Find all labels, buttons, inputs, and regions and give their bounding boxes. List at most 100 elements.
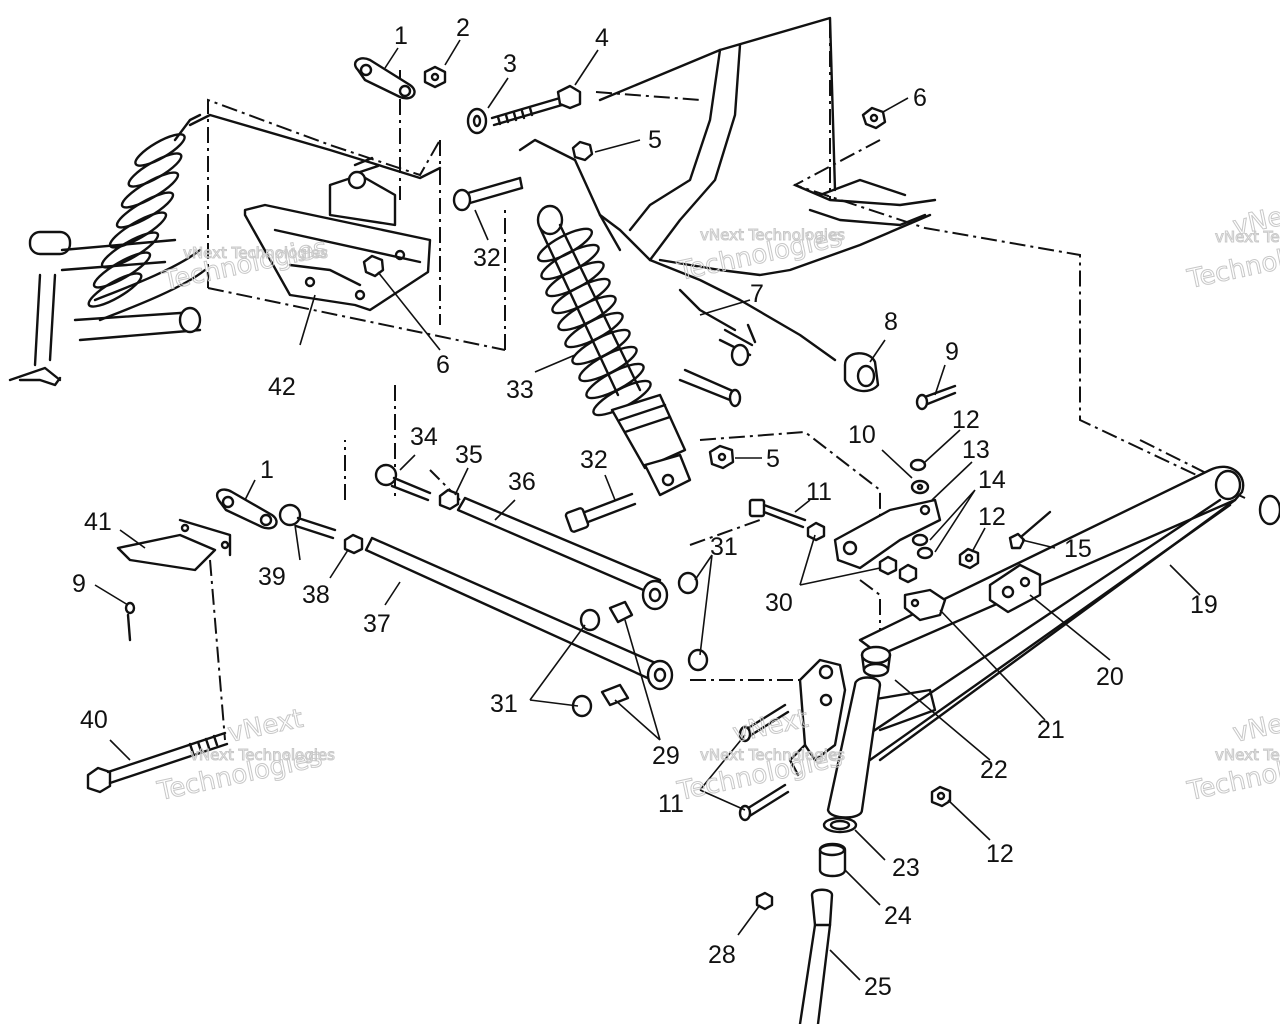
- callout-39: 39: [258, 563, 286, 591]
- link-plate-1-top: [353, 57, 416, 100]
- callout-13: 13: [962, 436, 990, 464]
- bushings-31: [571, 571, 709, 718]
- shaft-25: [798, 888, 834, 1024]
- callout-28: 28: [708, 941, 736, 969]
- callout-23: 23: [892, 854, 920, 882]
- svg-text:vNext: vNext: [730, 704, 811, 749]
- nut-28: [755, 891, 774, 911]
- svg-text:vNext: vNext: [1230, 704, 1280, 749]
- nuts-30: [806, 521, 918, 584]
- rod-end-34: [374, 463, 432, 502]
- callout-20: 20: [1096, 663, 1124, 691]
- callout-22: 22: [980, 756, 1008, 784]
- svg-text:vNext Technologies: vNext Technologies: [1215, 746, 1280, 764]
- svg-text:vNext Technologies: vNext Technologies: [183, 244, 328, 262]
- leader-lines: [94, 39, 1201, 981]
- callout-38: 38: [302, 581, 330, 609]
- callout-3: 3: [503, 50, 517, 78]
- radius-rod-36: [456, 496, 662, 597]
- svg-text:vNext Technologies: vNext Technologies: [700, 746, 845, 764]
- bolt-32-lower: [564, 492, 637, 533]
- callout-19: 19: [1190, 591, 1218, 619]
- shock-absorber-33: [536, 204, 692, 497]
- callout-32: 32: [473, 244, 501, 272]
- callout-12: 12: [978, 503, 1006, 531]
- callout-37: 37: [363, 610, 391, 638]
- callout-8: 8: [884, 308, 898, 336]
- callout-25: 25: [864, 973, 892, 1001]
- callout-7: 7: [750, 280, 764, 308]
- callout-29: 29: [652, 742, 680, 770]
- nut-5-top: [571, 140, 594, 162]
- callout-35: 35: [455, 441, 483, 469]
- callout-9: 9: [72, 570, 86, 598]
- bushing-24: [818, 842, 847, 878]
- callout-30: 30: [765, 589, 793, 617]
- link-plate-1-lower: [215, 488, 278, 530]
- screw-9-right: [915, 384, 957, 411]
- callout-32: 32: [580, 446, 608, 474]
- svg-text:vNext: vNext: [225, 704, 306, 749]
- callout-5: 5: [648, 126, 662, 154]
- callout-31: 31: [710, 533, 738, 561]
- callout-31: 31: [490, 690, 518, 718]
- callout-6: 6: [436, 351, 450, 379]
- bolt-11-upper: [748, 498, 807, 529]
- steering-arm-13: [833, 498, 942, 570]
- bolt-4: [490, 84, 582, 127]
- nut-12-mid: [958, 547, 980, 570]
- washer-3: [466, 107, 488, 135]
- bracket-42: [243, 156, 432, 312]
- rod-end-39: [278, 503, 337, 540]
- callout-12: 12: [952, 406, 980, 434]
- callout-24: 24: [884, 902, 912, 930]
- bolt-11-lower-b: [738, 783, 790, 822]
- svg-text:vNext Technologies: vNext Technologies: [1215, 228, 1280, 246]
- callout-11: 11: [806, 478, 832, 506]
- nut-38: [343, 533, 364, 555]
- callout-10: 10: [848, 421, 876, 449]
- tube-7: [678, 323, 757, 408]
- grease-fitting-15: [1008, 510, 1052, 550]
- callout-33: 33: [506, 376, 534, 404]
- spindle-assembly: [788, 658, 882, 819]
- callout-4: 4: [595, 24, 609, 52]
- callout-14: 14: [978, 466, 1006, 494]
- callout-42: 42: [268, 373, 296, 401]
- chassis-body: [188, 16, 937, 362]
- bolt-32-upper: [452, 176, 524, 212]
- callout-labels: 1 2 3 4 5 6 32 42 6 7 8 9 33 34 35 36 32…: [72, 14, 1218, 1001]
- callout-36: 36: [508, 468, 536, 496]
- nut-5-lower: [708, 444, 735, 470]
- bushing-8: [843, 352, 880, 393]
- nut-35: [438, 488, 460, 511]
- nut-6-bracket: [362, 254, 385, 278]
- callout-34: 34: [410, 423, 438, 451]
- left-coil-spring: [87, 113, 207, 322]
- callout-5: 5: [766, 445, 780, 473]
- callout-40: 40: [80, 706, 108, 734]
- callout-1: 1: [394, 22, 408, 50]
- svg-text:vNext Technologies: vNext Technologies: [700, 226, 845, 244]
- bracket-21: [903, 588, 947, 622]
- callout-2: 2: [456, 14, 470, 42]
- nut-6-top: [861, 106, 887, 130]
- block-20: [988, 563, 1042, 614]
- ring-23: [822, 816, 858, 834]
- svg-text:vNext Technologies: vNext Technologies: [190, 746, 335, 764]
- callout-6: 6: [913, 84, 927, 112]
- bracket-41: [116, 518, 232, 572]
- bolt-40: [86, 731, 229, 794]
- screw-9-left: [124, 601, 136, 642]
- bushing-22: [860, 645, 892, 678]
- callout-15: 15: [1064, 535, 1092, 563]
- callout-12: 12: [986, 840, 1014, 868]
- left-spring-assembly: [8, 113, 207, 387]
- nut-12-lower: [930, 785, 952, 808]
- callout-1: 1: [260, 456, 274, 484]
- callout-11: 11: [658, 790, 684, 818]
- washer-14: [911, 533, 934, 560]
- callout-41: 41: [84, 508, 112, 536]
